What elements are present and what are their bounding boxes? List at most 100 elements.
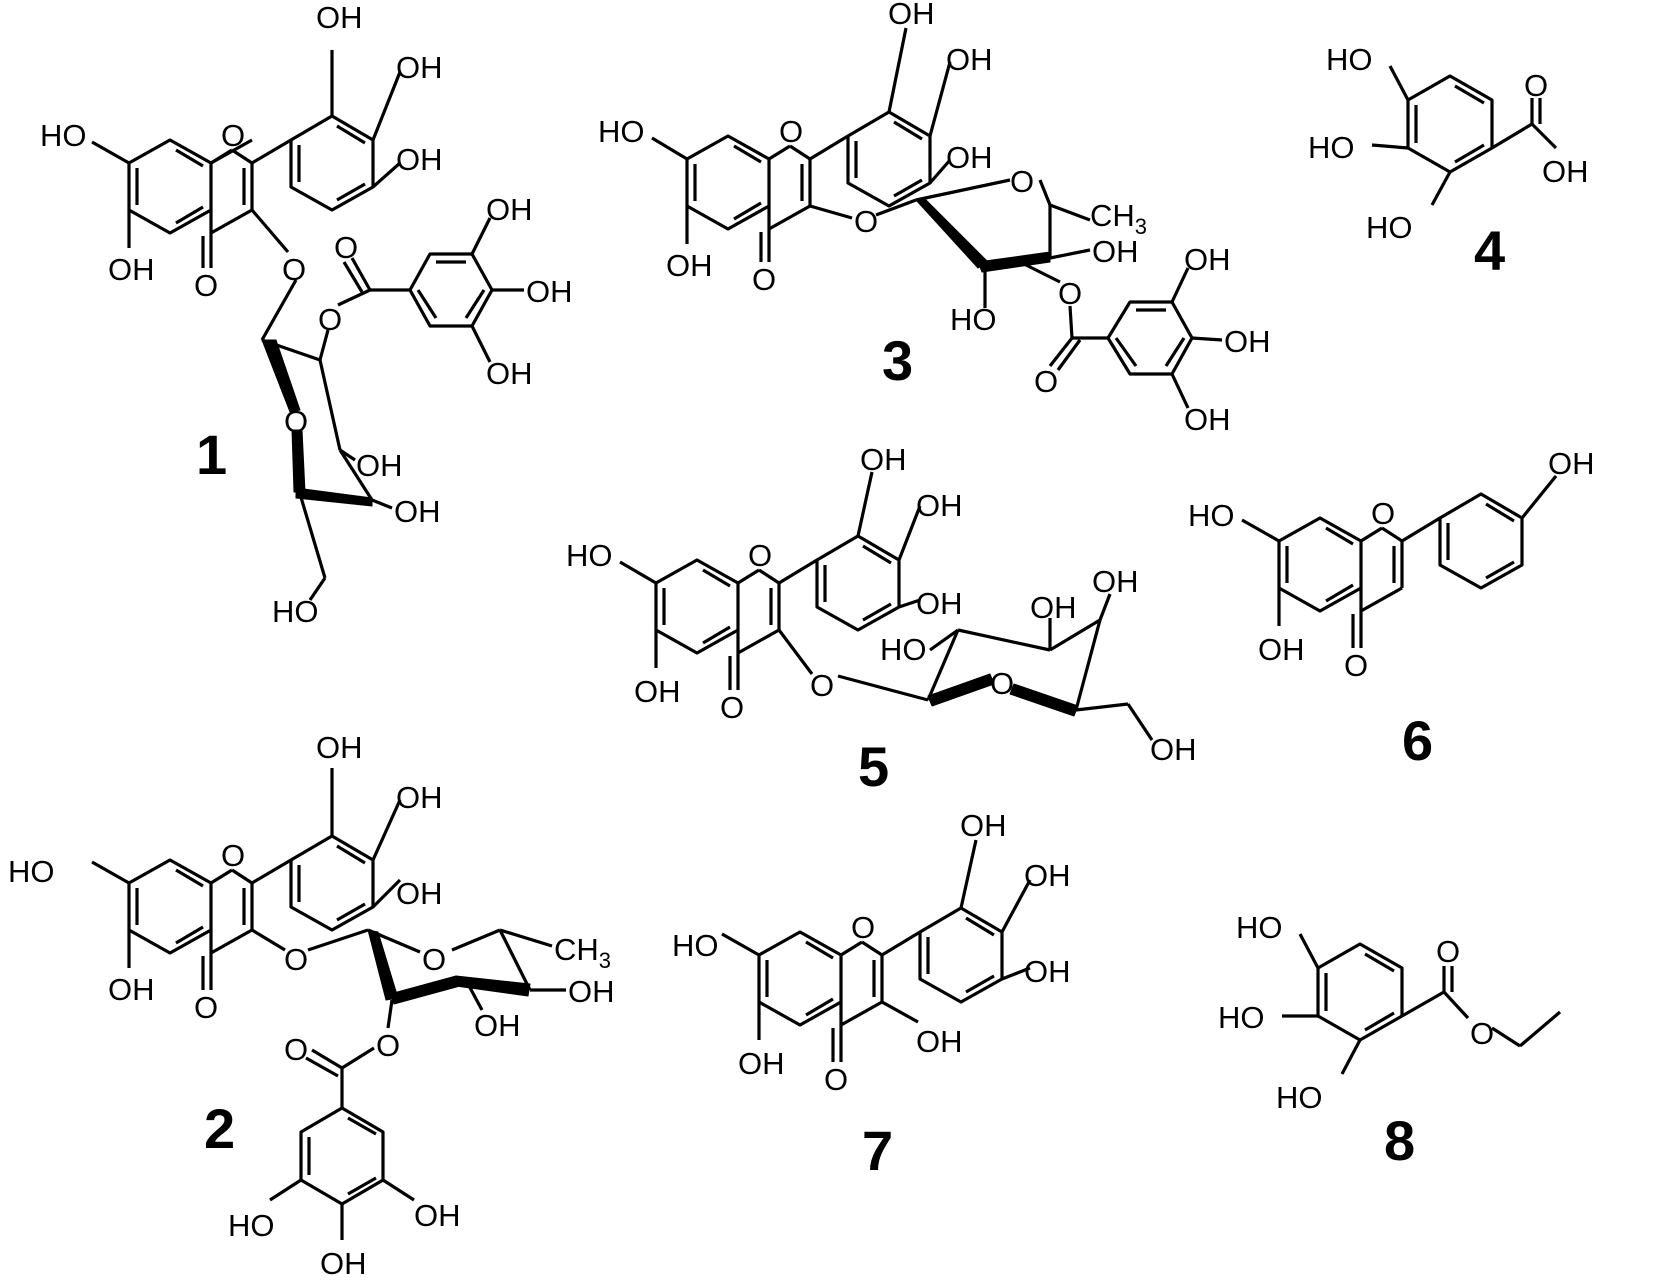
compound-2-sugar-o-c5 [451,928,501,952]
compound-6-b-oh-bond [1520,474,1558,520]
compound-5-glyco-o: O [810,668,834,703]
compound-7-number: 7 [862,1119,893,1182]
compound-7-b-oh-r2-bond [1001,966,1031,981]
compound-3-gallic-oh2-bond [1191,336,1223,342]
compound-8-oh1-bond [1298,933,1320,969]
compound-1-glyco-o-bond [250,208,290,254]
compound-2-ch3-text: CH [554,932,599,967]
compound-4-ring [1406,74,1494,174]
compound-8-ring-dbl3 [1364,1011,1395,1032]
compound-5-ho-a7: HO [566,538,613,573]
compound-2-oh-a5: OH [108,972,155,1007]
compound-7-ho-a7: HO [672,928,719,963]
compound-3-gallic-oh2: OH [1224,324,1271,359]
compound-5-oh7-bond [619,560,657,585]
compound-5-sugar-oh-ch2: OH [1150,732,1197,767]
compound-5-oh-b-right1: OH [916,488,963,523]
compound-5-b-oh-top-bond [856,471,874,537]
compound-3-ho-a7: HO [598,114,645,149]
compound-4: HO HO HO O OH 4 [1308,42,1589,282]
compound-5-ring-a [654,558,740,655]
compound-3-sugar-wedge2 [977,251,1051,273]
compound-5-sugar-oh4: OH [1092,564,1139,599]
compound-7-ring-a-dbl1 [805,940,834,960]
compound-8-ester-c [1401,990,1445,1018]
compound-1-sugar-oh2-bond [339,448,356,462]
compound-1-gallic-oh1-bond [470,217,492,255]
compound-5-ring-a-dbl1 [702,568,731,588]
compound-7-ring-c-o2 [861,940,883,957]
compound-7-ring-b-dbl3 [965,974,995,994]
compound-3-gallic-dbl3 [1114,337,1138,367]
compound-7-ring-c-o1 [840,940,863,957]
compound-8-ring [1316,942,1404,1042]
compound-8-ho2: HO [1218,1000,1265,1035]
compound-5-b-oh-r2-bond [898,598,921,609]
compound-1-ring-b [289,114,375,212]
compound-2-carbonyl-o: O [194,990,218,1025]
compound-3-gallic-oh3: OH [1184,402,1231,437]
compound-1-ring-c-o-left [231,148,253,165]
compound-4-acid-o: O [1524,68,1548,103]
compound-1-number: 1 [196,423,227,486]
compound-1-ester-o: O [318,302,342,337]
compound-8-oh3-bond [1340,1039,1362,1075]
compound-4-acid-oh: OH [1542,154,1589,189]
compound-5-sugar-ch2 [1075,702,1129,712]
compound-3-oh-b-right2: OH [946,140,993,175]
compound-7-ring-b [918,906,1004,1004]
compound-2-sugar-oh3-bond [466,983,484,1011]
compound-2-gallic-ho1: HO [228,1208,275,1243]
compound-2-gallic-ring [299,1106,385,1206]
compound-3-ch3: CH3 [1090,198,1147,239]
compound-1-sugar-ch2 [298,493,327,579]
compound-3-ch3-text: CH [1090,198,1135,233]
compound-3-sugar-c5-ch3 [1049,203,1091,222]
compound-3-ring-c-c3c4 [768,204,811,231]
compound-7-oh-b-right1: OH [1024,858,1071,893]
compound-4-oh2-bond [1371,143,1409,150]
compound-5-sugar-ho2: HO [880,632,927,667]
compound-1-carbonyl-o: O [194,268,218,303]
compound-3-gallic-dbl2 [1164,337,1186,367]
compound-7-oh-3: OH [916,1024,963,1059]
compound-2-b-link [251,858,292,885]
compound-5-sugar-ch2-oh [1126,703,1154,741]
compound-8-ho1: HO [1236,910,1283,945]
compound-3-ester-co [1048,337,1074,367]
compound-5-glyco-o-bond [777,629,814,675]
compound-4-oh1-bond [1388,65,1410,101]
compound-2-oh-b-top: OH [316,730,363,765]
compound-1-b-oh-r1-bond [371,71,402,141]
compound-3-gallic-ring [1106,300,1194,376]
compound-3-number: 3 [882,329,913,392]
compound-3-b-oh-r2-bond [928,158,952,185]
compound-2-oh-b-right1: OH [396,780,443,815]
compound-3-ring-a [685,134,771,231]
compound-2-ring-a [127,858,213,955]
compound-3-carbonyl-o: O [752,262,776,297]
compound-8-number: 8 [1384,1109,1415,1172]
compound-2-sugar-c5-ch3 [499,928,553,948]
compound-5-ring-c-o1 [737,568,760,585]
compound-3-sugar-wedge1 [915,199,989,269]
compound-1-glyco-o: O [282,252,306,287]
compound-2-sugar-wedge3 [455,975,531,997]
compound-3-sugar-oh4-bond [1049,248,1091,260]
compound-8-ho3: HO [1276,1080,1323,1115]
compound-5-b-link [778,558,818,585]
compound-3-ester-co-dbl [1056,339,1082,371]
compound-8-ester-o: O [1470,1016,1494,1051]
compound-8-ethyl2 [1518,1010,1562,1048]
compound-2-gallic-oh3: OH [320,1246,367,1281]
compound-2-ring-o: O [221,838,245,873]
compound-3: OH OH OH HO O OH O O O CH3 OH HO O O OH … [598,0,1271,437]
compound-5-sugar-c4c5 [1074,619,1102,711]
compound-3-ring-a-dbl1 [733,144,762,164]
compound-4-ring-dbl3 [1454,143,1485,164]
compound-2-sugar-oh3: OH [474,1008,521,1043]
compound-4-ho3: HO [1366,210,1413,245]
compound-1-oh7-bond [91,140,130,165]
compound-5-carbonyl-o: O [720,690,744,725]
compound-2-number: 2 [204,1097,235,1160]
